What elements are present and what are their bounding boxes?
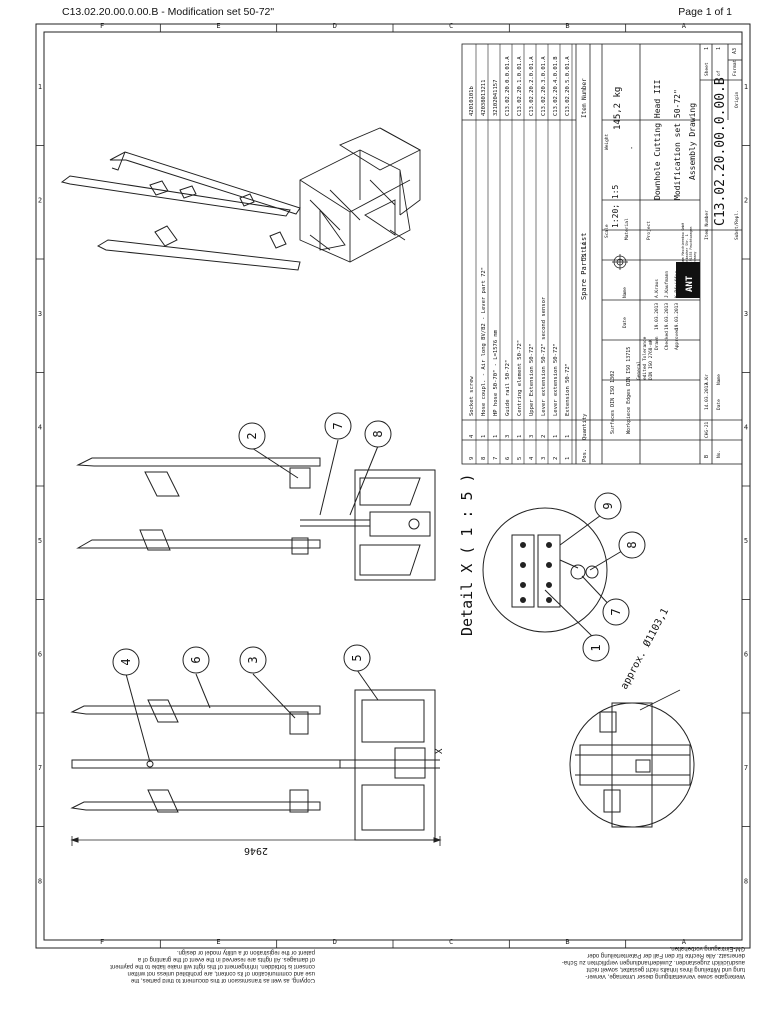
zone-letter-F: F [100,938,104,946]
detail-x-view [482,507,608,633]
svg-text:5: 5 [350,654,364,661]
balloon-7: 7 [602,598,630,626]
zone-number-7: 7 [744,764,748,772]
zone-number-8: 8 [744,877,748,885]
zone-number-3: 3 [744,310,748,318]
balloon-2: 2 [238,422,266,450]
footnote-english: Copying, as well as transmission of this… [110,949,315,983]
zone-number-6: 6 [38,650,42,658]
balloon-3: 3 [239,646,267,674]
title-block-frame [461,43,743,465]
zone-letter-B: B [565,938,569,946]
balloon-6: 6 [182,646,210,674]
inner-frame [43,31,743,941]
balloon-1: 1 [582,634,610,662]
circular-bottom-view [569,689,695,828]
zone-number-5: 5 [38,537,42,545]
zone-number-3: 3 [38,310,42,318]
zone-number-2: 2 [38,196,42,204]
bolt-hole [520,542,526,548]
zone-number-8: 8 [38,877,42,885]
zone-number-6: 6 [744,650,748,658]
outer-frame [35,23,751,949]
zone-letter-D: D [333,938,337,946]
svg-text:2: 2 [245,432,259,439]
zone-letter-F: F [100,22,104,30]
page-header: C13.02.20.00.0.00.B - Modification set 5… [0,0,768,20]
svg-text:4: 4 [119,658,133,665]
zone-letter-E: E [216,22,220,30]
svg-text:6: 6 [189,656,203,663]
zone-letter-D: D [333,22,337,30]
balloon-4: 4 [112,648,140,676]
bolt-hole [520,582,526,588]
zone-letter-A: A [682,22,687,30]
svg-text:9: 9 [601,502,615,509]
bolt-hole [546,582,552,588]
zone-number-1: 1 [744,83,748,91]
svg-text:7: 7 [331,422,345,429]
svg-text:8: 8 [625,541,639,548]
page-indicator: Page 1 of 1 [678,6,732,18]
bolt-hole [546,542,552,548]
top-view-upper [76,457,436,581]
document-title: C13.02.20.00.0.00.B - Modification set 5… [62,6,275,18]
zone-letter-E: E [216,938,220,946]
zone-number-4: 4 [38,423,42,431]
svg-text:3: 3 [246,656,260,663]
balloon-8: 8 [618,531,646,559]
balloon-7: 7 [324,412,352,440]
bolt-hole [520,562,526,568]
bolt-hole [520,597,526,603]
zone-number-4: 4 [744,423,748,431]
svg-text:1: 1 [589,644,603,651]
balloon-8: 8 [364,420,392,448]
bolt-hole [546,597,552,603]
zone-number-5: 5 [744,537,748,545]
zone-number-7: 7 [38,764,42,772]
zone-letter-A: A [682,938,687,946]
balloon-9: 9 [594,492,622,520]
zone-letter-C: C [449,22,453,30]
zone-letter-B: B [565,22,569,30]
isometric-view [60,127,421,271]
zone-letter-C: C [449,938,453,946]
zone-number-2: 2 [744,196,748,204]
bolt-hole [546,562,552,568]
balloon-5: 5 [343,644,371,672]
svg-text:7: 7 [609,608,623,615]
top-view-lower [70,689,442,846]
zone-number-1: 1 [38,83,42,91]
svg-text:8: 8 [371,430,385,437]
footnote-german: Weitergabe sowie Vervielfältigung dieser… [561,945,745,979]
